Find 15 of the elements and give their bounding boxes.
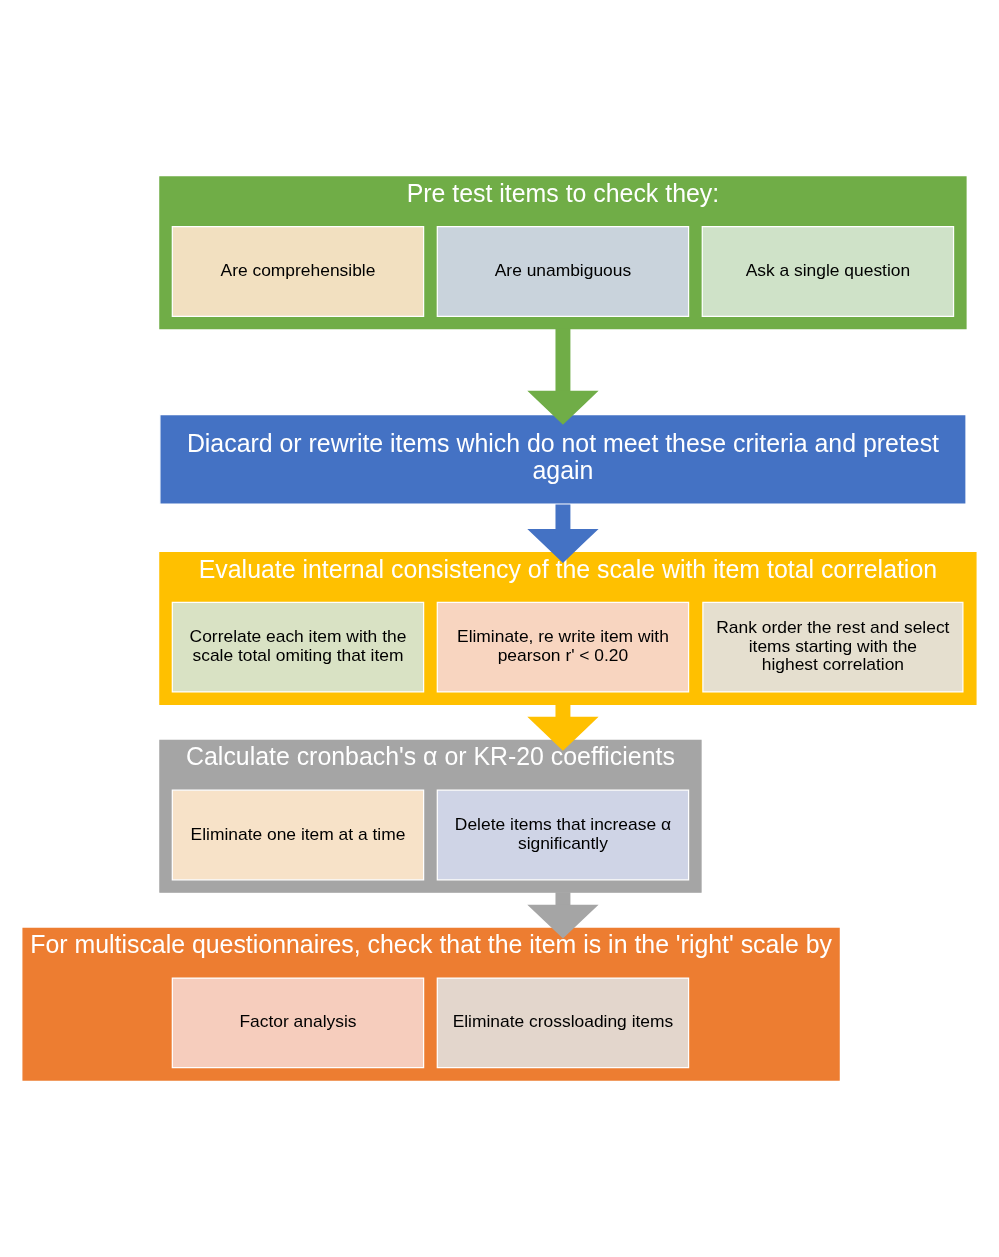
node-box: Rank order the rest and select items starting with the highest correlation: [702, 601, 964, 693]
node-box: Are comprehensible: [171, 226, 425, 317]
arrow: [527, 504, 599, 563]
node-box: Eliminate, re write item with pearson r' < 0.20: [436, 601, 690, 693]
arrow: [527, 328, 599, 425]
arrow: [527, 892, 599, 939]
node-box: Ask a single question: [701, 226, 955, 317]
arrow: [527, 704, 599, 751]
node-box: Delete items that increase α significantly: [436, 789, 690, 881]
node-box: Diacard or rewrite items which do not meet these criteria and pretest again: [159, 413, 967, 505]
node-box: Are unambiguous: [436, 226, 690, 317]
node-box: Factor analysis: [171, 977, 425, 1069]
node-box: Correlate each item with the scale total omiting that item: [171, 601, 425, 693]
node-box: Eliminate one item at a time: [171, 789, 425, 881]
node-box: Eliminate crossloading items: [436, 977, 690, 1069]
